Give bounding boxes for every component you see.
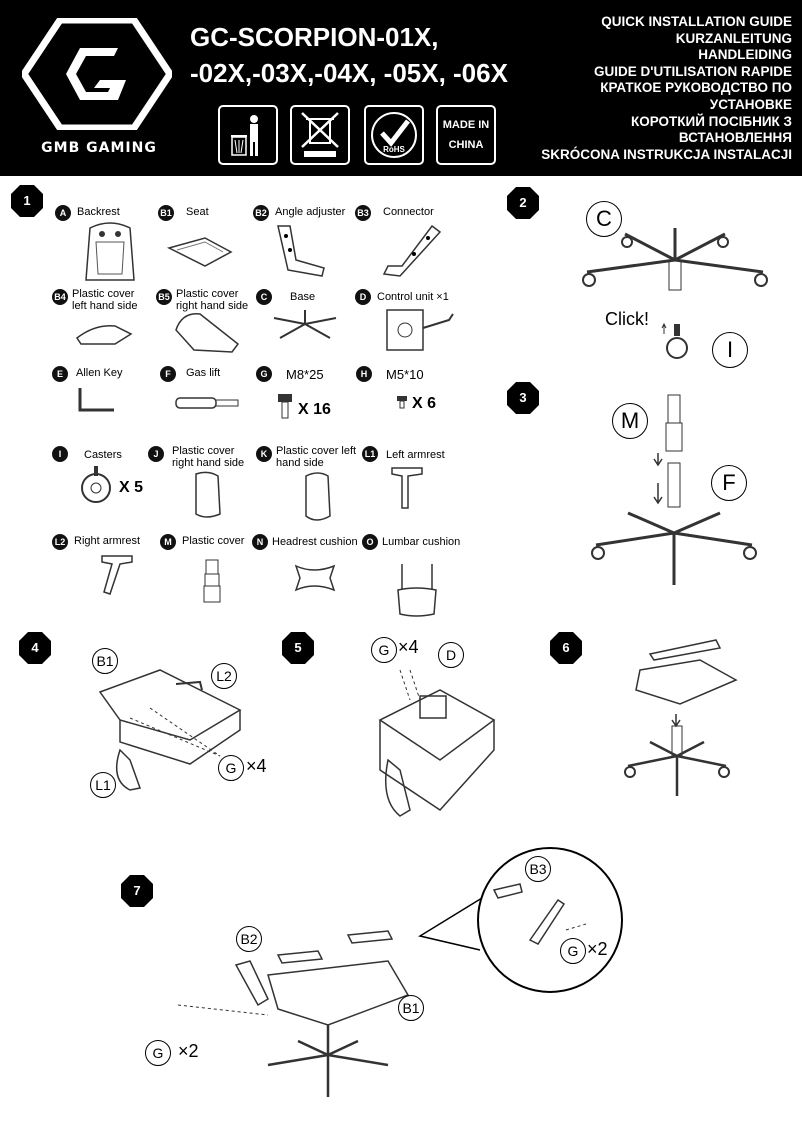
angle-adjuster-illustration (277, 225, 325, 277)
callout-screw-g-step5: G (371, 637, 397, 663)
plastic-cover-k-illustration (305, 472, 331, 521)
click-text: Click! (605, 309, 649, 329)
step-number-7: 7 (120, 874, 154, 908)
callout-connector-b3: B3 (525, 856, 551, 882)
screw-qty-step5: ×4 (398, 637, 419, 657)
title-ru-1: КРАТКОЕ РУКОВОДСТВО ПО (600, 80, 792, 96)
rohs-icon: RoHS (364, 105, 424, 165)
allen-key-illustration (78, 388, 114, 412)
header-bar: GMB GAMING GC-SCORPION-01X, -02X,-03X,-0… (0, 0, 802, 176)
gas-lift-illustration (175, 397, 239, 409)
plastic-cover-m-illustration (203, 559, 221, 603)
caster-qty: X 5 (119, 479, 144, 496)
step-number-3: 3 (506, 381, 540, 415)
made-in-china-badge: MADE IN CHINA (436, 105, 496, 165)
title-en: QUICK INSTALLATION GUIDE (601, 14, 792, 29)
callout-seat-b1: B1 (92, 648, 118, 674)
right-armrest-illustration (101, 555, 133, 595)
model-title-line1: GC-SCORPION-01X, (190, 22, 439, 52)
bolt-m8-illustration (278, 394, 292, 419)
bolt-m8-qty: X 16 (298, 401, 331, 418)
left-armrest-illustration (391, 467, 423, 509)
callout-screw-g-step4: G (218, 755, 244, 781)
china-text: CHINA (448, 139, 484, 151)
callout-caster-i: I (712, 332, 748, 368)
title-uk-1: КОРОТКИЙ ПОСІБНИК З (630, 113, 792, 129)
weee-person-bin-icon (218, 105, 278, 165)
callout-adjuster-b2: B2 (236, 926, 262, 952)
plastic-cover-left-illustration (75, 325, 133, 345)
made-in-text: MADE IN (442, 119, 490, 131)
callout-screw-g-step7-right: G (560, 938, 586, 964)
rohs-text: RoHS (383, 145, 405, 154)
seat-illustration (166, 237, 233, 267)
callout-control-d: D (438, 642, 464, 668)
plastic-cover-j-illustration (195, 471, 221, 518)
step2-base-illustration (582, 228, 768, 291)
title-nl: HANDLEIDING (698, 47, 792, 63)
step3-gaslift-illustration (591, 394, 757, 585)
title-de: KURZANLEITUNG (675, 30, 792, 46)
step7-backrest-assembly-illustration (177, 930, 410, 1097)
callout-seat-b1-step7: B1 (398, 995, 424, 1021)
crossed-bin-icon (290, 105, 350, 165)
title-pl: SKRÓCONA INSTRUKCJA INSTALACJI (541, 146, 792, 162)
model-title-line2: -02X,-03X,-04X, -05X, -06X (190, 58, 508, 88)
base-illustration (273, 310, 337, 339)
bolt-m5-illustration (397, 396, 407, 409)
backrest-illustration (85, 222, 135, 281)
step2-caster-illustration (661, 322, 688, 359)
step-number-5: 5 (281, 631, 315, 665)
step-number-2: 2 (506, 186, 540, 220)
callout-right-arm-l2: L2 (211, 663, 237, 689)
callout-gaslift-f: F (711, 465, 747, 501)
title-fr: GUIDE D'UTILISATION RAPIDE (594, 63, 792, 79)
bolt-m5-qty: X 6 (412, 395, 437, 412)
step-number-1: 1 (10, 184, 44, 218)
step5-control-unit-illustration (378, 669, 496, 817)
guide-titles: QUICK INSTALLATION GUIDE KURZANLEITUNG H… (541, 14, 792, 163)
lumbar-cushion-illustration (397, 564, 437, 617)
screw-qty-step4: ×4 (246, 756, 267, 776)
step7-detail-zoom-illustration (418, 847, 623, 993)
callout-cover-m: M (612, 403, 648, 439)
headrest-cushion-illustration (294, 564, 336, 592)
callout-base-c: C (586, 201, 622, 237)
callout-left-arm-l1: L1 (90, 772, 116, 798)
connector-illustration (382, 224, 442, 277)
screw-qty-step7-right: ×2 (587, 939, 608, 959)
callout-screw-g-step7-left: G (145, 1040, 171, 1066)
title-ru-2: УСТАНОВКЕ (709, 96, 792, 112)
step-number-4: 4 (18, 631, 52, 665)
step-number-6: 6 (549, 631, 583, 665)
screw-qty-step7-left: ×2 (178, 1041, 199, 1061)
brand-name: GMB GAMING (41, 140, 157, 156)
caster-illustration (81, 466, 111, 503)
plastic-cover-right-illustration (175, 313, 240, 353)
step6-seat-to-base-illustration (624, 639, 738, 796)
control-unit-illustration (386, 309, 454, 351)
step4-seat-armrest-illustration (98, 669, 242, 791)
gmb-logo-icon (22, 18, 172, 130)
title-uk-2: ВСТАНОВЛЕННЯ (678, 130, 792, 146)
